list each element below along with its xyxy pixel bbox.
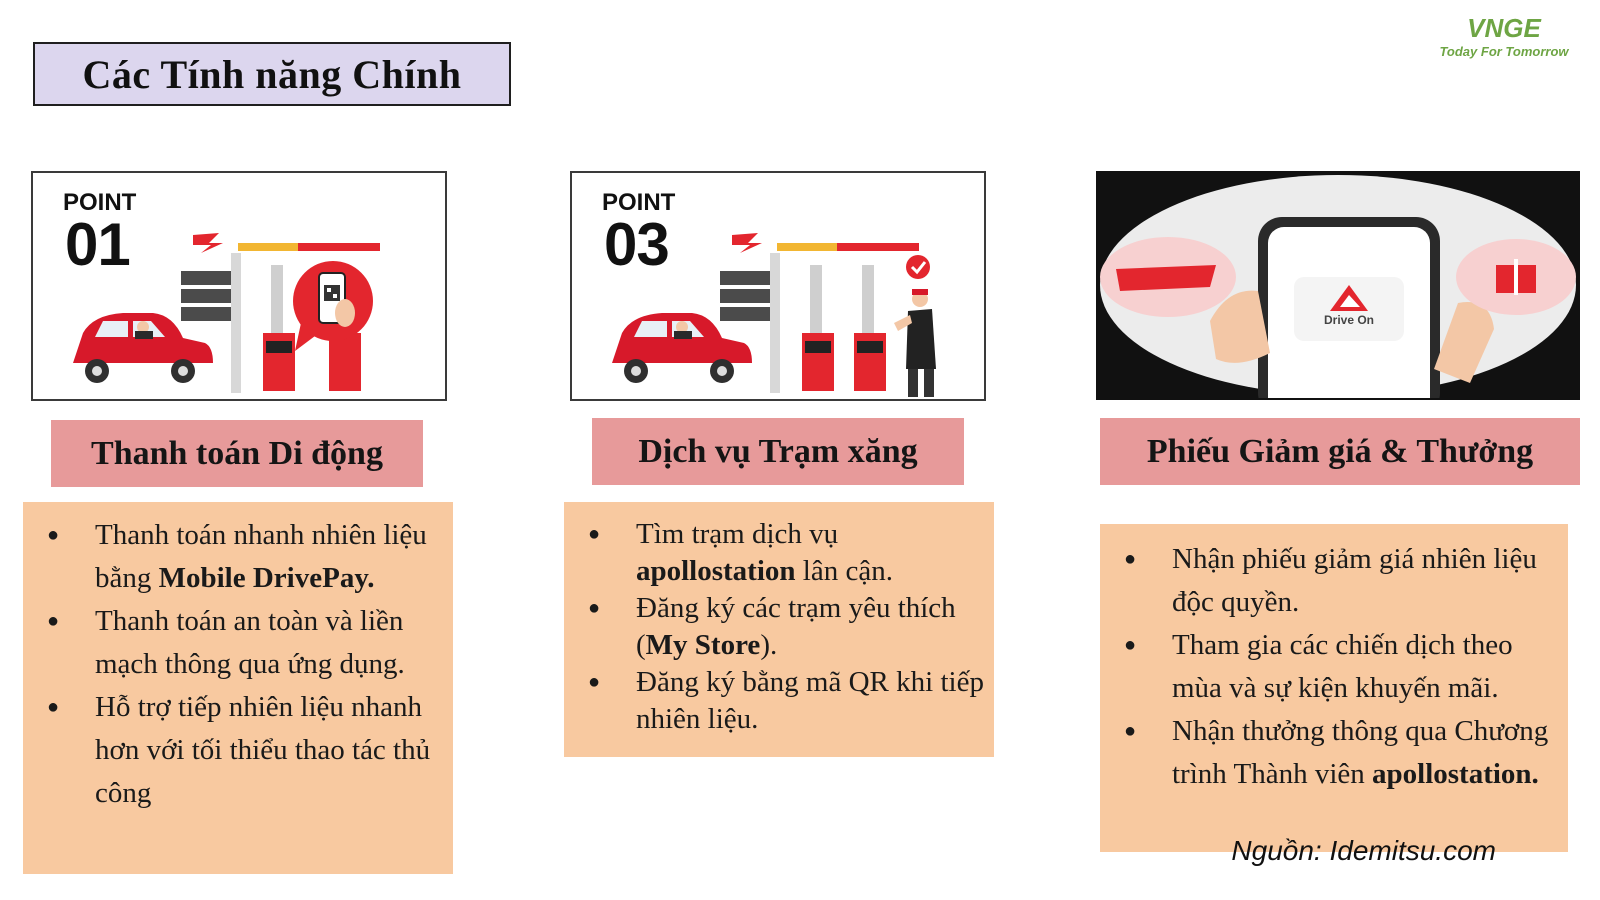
- bullet-item: Tham gia các chiến dịch theo mùa và sự k…: [1100, 624, 1558, 710]
- card-3-illustration: Drive On: [1096, 171, 1580, 400]
- logo-mark: VNGE: [1467, 13, 1541, 43]
- card-3-body: Nhận phiếu giảm giá nhiên liệu độc quyền…: [1100, 524, 1568, 852]
- card-2-heading: Dịch vụ Trạm xăng: [592, 418, 964, 485]
- point-number: 03: [604, 211, 670, 278]
- card-2-body: Tìm trạm dịch vụ apollostation lân cận. …: [564, 502, 994, 757]
- logo-tagline: Today For Tomorrow: [1439, 44, 1569, 59]
- bullet-item: Đăng ký các trạm yêu thích (My Store).: [564, 590, 984, 664]
- bullet-item: Đăng ký bằng mã QR khi tiếp nhiên liệu.: [564, 664, 984, 738]
- gas-station-payment-illustration: [73, 233, 380, 393]
- bullet-item: Nhận thưởng thông qua Chương trình Thành…: [1100, 710, 1558, 796]
- source-credit: Nguồn: Idemitsu.com: [1231, 835, 1496, 866]
- vnge-logo: VNGE Today For Tomorrow: [1434, 8, 1574, 78]
- coupon-app-illustration: [1100, 175, 1576, 398]
- bullet-item: Tìm trạm dịch vụ apollostation lân cận.: [564, 516, 984, 590]
- bullet-item: Nhận phiếu giảm giá nhiên liệu độc quyền…: [1100, 538, 1558, 624]
- card-1-illustration: POINT 01: [31, 171, 447, 401]
- card-3-heading: Phiếu Giảm giá & Thưởng: [1100, 418, 1580, 485]
- app-label: Drive On: [1323, 313, 1374, 327]
- gas-station-service-illustration: [612, 233, 936, 397]
- bullet-item: Thanh toán nhanh nhiên liệu bằng Mobile …: [23, 514, 443, 600]
- point-label: POINT: [602, 189, 676, 216]
- card-1-body: Thanh toán nhanh nhiên liệu bằng Mobile …: [23, 502, 453, 874]
- bullet-item: Hỗ trợ tiếp nhiên liệu nhanh hơn với tối…: [23, 686, 443, 815]
- card-1-heading: Thanh toán Di động: [51, 420, 423, 487]
- point-number: 01: [65, 211, 131, 278]
- point-label: POINT: [63, 189, 137, 216]
- bullet-item: Thanh toán an toàn và liền mạch thông qu…: [23, 600, 443, 686]
- page-title: Các Tính năng Chính: [33, 42, 511, 106]
- card-2-illustration: POINT 03: [570, 171, 986, 401]
